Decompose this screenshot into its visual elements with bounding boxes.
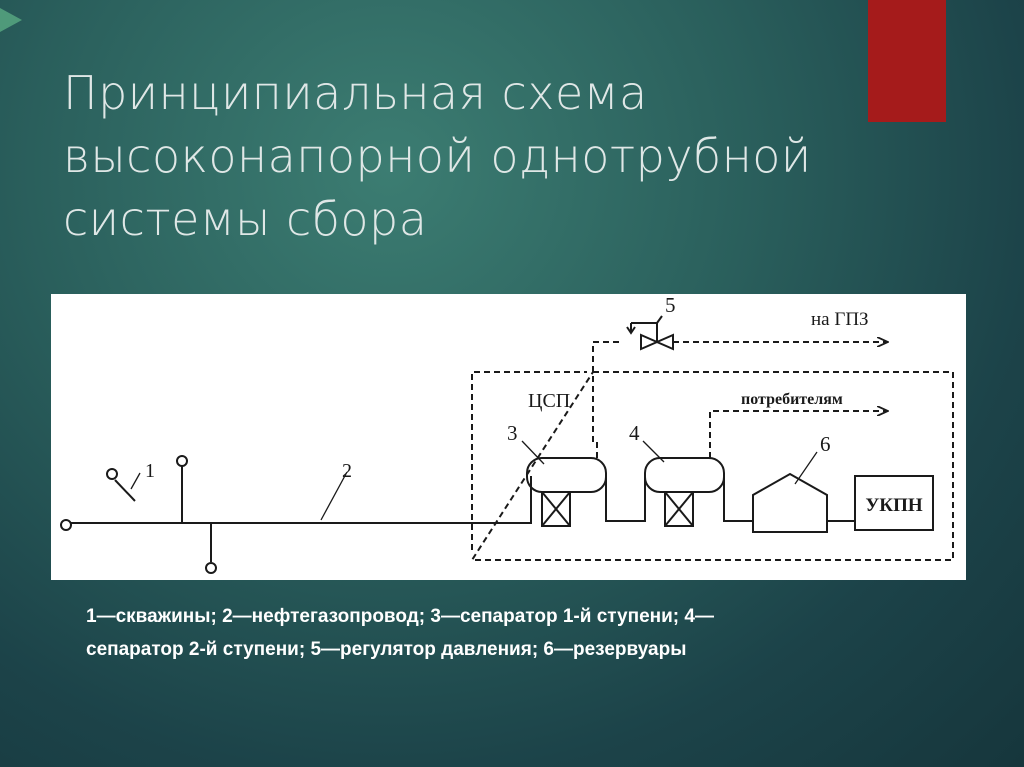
wells-group xyxy=(106,455,217,574)
diagram-panel: 1 2 3 4 5 6 ЦСП на ГПЗ потребителям УКПН xyxy=(51,294,966,580)
tank xyxy=(752,472,828,533)
ukpn-box xyxy=(854,475,934,531)
gas-line-to-regulator xyxy=(592,341,621,458)
label-csp: ЦСП xyxy=(528,390,570,412)
slide-title: Принципиальная схема высоконапорной одно… xyxy=(63,62,863,251)
accent-bar xyxy=(868,0,946,122)
gas-line-to-consumers xyxy=(709,411,888,458)
legend-caption: 1—скважины; 2—нефтегазопровод; 3—сепарат… xyxy=(86,600,966,666)
corner-arrow-icon xyxy=(0,8,22,32)
separator-1 xyxy=(526,457,607,527)
label-wells: 1 xyxy=(145,460,155,482)
label-to-gpz: на ГПЗ xyxy=(811,309,869,330)
caption-line-1: 1—скважины; 2—нефтегазопровод; 3—сепарат… xyxy=(86,606,714,627)
label-ukpn: УКПН xyxy=(865,495,922,516)
label-tanks: 6 xyxy=(820,432,831,456)
separator-2 xyxy=(644,457,725,527)
pipeline-line xyxy=(60,476,532,531)
gathering-system-diagram: 1 2 3 4 5 6 ЦСП на ГПЗ потребителям УКПН xyxy=(60,294,954,574)
pressure-regulator xyxy=(626,315,674,351)
label-regulator: 5 xyxy=(665,294,676,317)
title-line-1: Принципиальная схема xyxy=(63,66,648,120)
csp-boundary xyxy=(470,371,954,561)
wells-leader-line xyxy=(130,472,141,490)
pipe-separator-2-to-tank xyxy=(723,475,753,522)
tank-leader-line xyxy=(794,451,818,485)
title-line-3: системы сбора xyxy=(63,192,428,246)
caption-line-2: сепаратор 2-й ступени; 5—регулятор давле… xyxy=(86,639,687,660)
separator-1-leader-line xyxy=(521,440,545,465)
label-to-consumers: потребителям xyxy=(741,391,843,408)
separator-2-leader-line xyxy=(642,440,665,463)
label-pipeline: 2 xyxy=(342,460,352,482)
label-separator-2: 4 xyxy=(629,421,640,445)
pipeline-leader-line xyxy=(320,471,348,521)
title-line-2: высоконапорной однотрубной xyxy=(63,129,812,183)
pipe-separator-1-to-2 xyxy=(605,475,646,522)
label-separator-1: 3 xyxy=(507,421,518,445)
